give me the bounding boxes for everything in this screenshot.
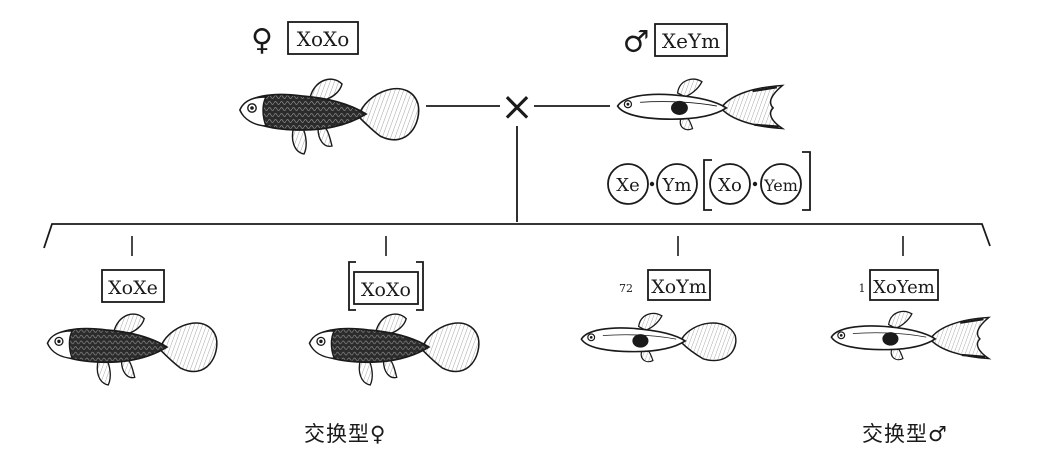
- offspring-4-genotype: XoYem: [873, 277, 935, 298]
- offspring-1-genotype: XoXe: [108, 277, 158, 299]
- female-genotype-box: [287, 21, 359, 55]
- offspring-2-fish: [308, 313, 480, 386]
- cross-symbol: ×: [500, 84, 534, 130]
- offspring-4-genotype-box: [869, 269, 939, 301]
- gamete-xe: Xe: [616, 175, 639, 196]
- offspring-2-genotype: XoXo: [361, 279, 411, 301]
- male-parent-fish: [616, 78, 784, 131]
- male-genotype-box: [654, 23, 728, 57]
- gametes-group: Xe Ym Xo Yem: [607, 151, 811, 211]
- offspring-1-genotype-box: [101, 269, 165, 303]
- gamete-yem: Yem: [763, 176, 798, 195]
- female-symbol: ♀: [251, 23, 273, 58]
- gamete-xo: Xo: [718, 175, 742, 196]
- male-symbol: ♂: [623, 25, 650, 60]
- offspring-2-bracket-right: [416, 261, 424, 311]
- gamete-circle-ym: [656, 163, 698, 205]
- offspring-1-fish: [46, 313, 218, 386]
- offspring-3-genotype: XoYm: [651, 276, 707, 298]
- offspring-2-genotype-box: [353, 271, 419, 305]
- female-genotype: XoXo: [297, 27, 350, 51]
- offspring-2-bracket-left: [348, 261, 356, 311]
- gamete-circle-xe: [607, 163, 649, 205]
- offspring-3-genotype-box: [647, 269, 711, 301]
- offspring-branch-line: [43, 223, 991, 249]
- male-genotype: XeYm: [662, 29, 720, 53]
- offspring-4-fish: [830, 310, 990, 361]
- offspring-3-fish: [580, 312, 737, 363]
- gamete-ym: Ym: [662, 175, 692, 196]
- female-parent-fish: [239, 78, 420, 155]
- offspring-3-prefix: 72: [619, 282, 633, 295]
- recombinant-bracket-left: [703, 159, 712, 211]
- exchange-female-caption: 交换型♀: [304, 422, 387, 446]
- exchange-male-caption: 交换型♂: [862, 422, 948, 446]
- gamete-circle-yem: [760, 163, 802, 205]
- recombinant-bracket-right: [802, 151, 811, 211]
- gamete-plus-dot-2: [752, 181, 758, 187]
- offspring-4-prefix: 1: [859, 282, 866, 295]
- gamete-circle-xo: [709, 163, 751, 205]
- gamete-plus-dot-1: [649, 181, 655, 187]
